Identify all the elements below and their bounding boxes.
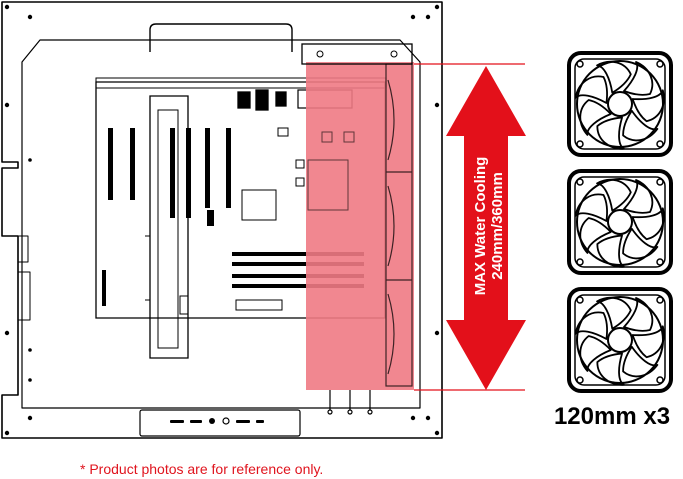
fan-bottom-icon	[569, 289, 673, 392]
case-screws	[4, 4, 440, 436]
case-chassis	[1, 1, 443, 439]
case-io-buttons	[170, 417, 264, 425]
radiator-area	[301, 43, 414, 415]
radiator-highlight	[306, 62, 414, 390]
footnote: * Product photos are for reference only.	[80, 461, 323, 477]
max-cooling-arrow	[446, 66, 526, 390]
graphics-card	[145, 95, 189, 359]
fan-size-label: 120mm x3	[554, 403, 670, 430]
cooling-label-line1: MAX Water Cooling	[472, 157, 489, 296]
dimension-guides	[414, 63, 525, 391]
cooling-label-line2: 240mm/360mm	[489, 172, 506, 280]
fan-top-icon	[569, 53, 673, 156]
motherboard	[95, 77, 387, 319]
fan-middle-icon	[569, 171, 673, 274]
